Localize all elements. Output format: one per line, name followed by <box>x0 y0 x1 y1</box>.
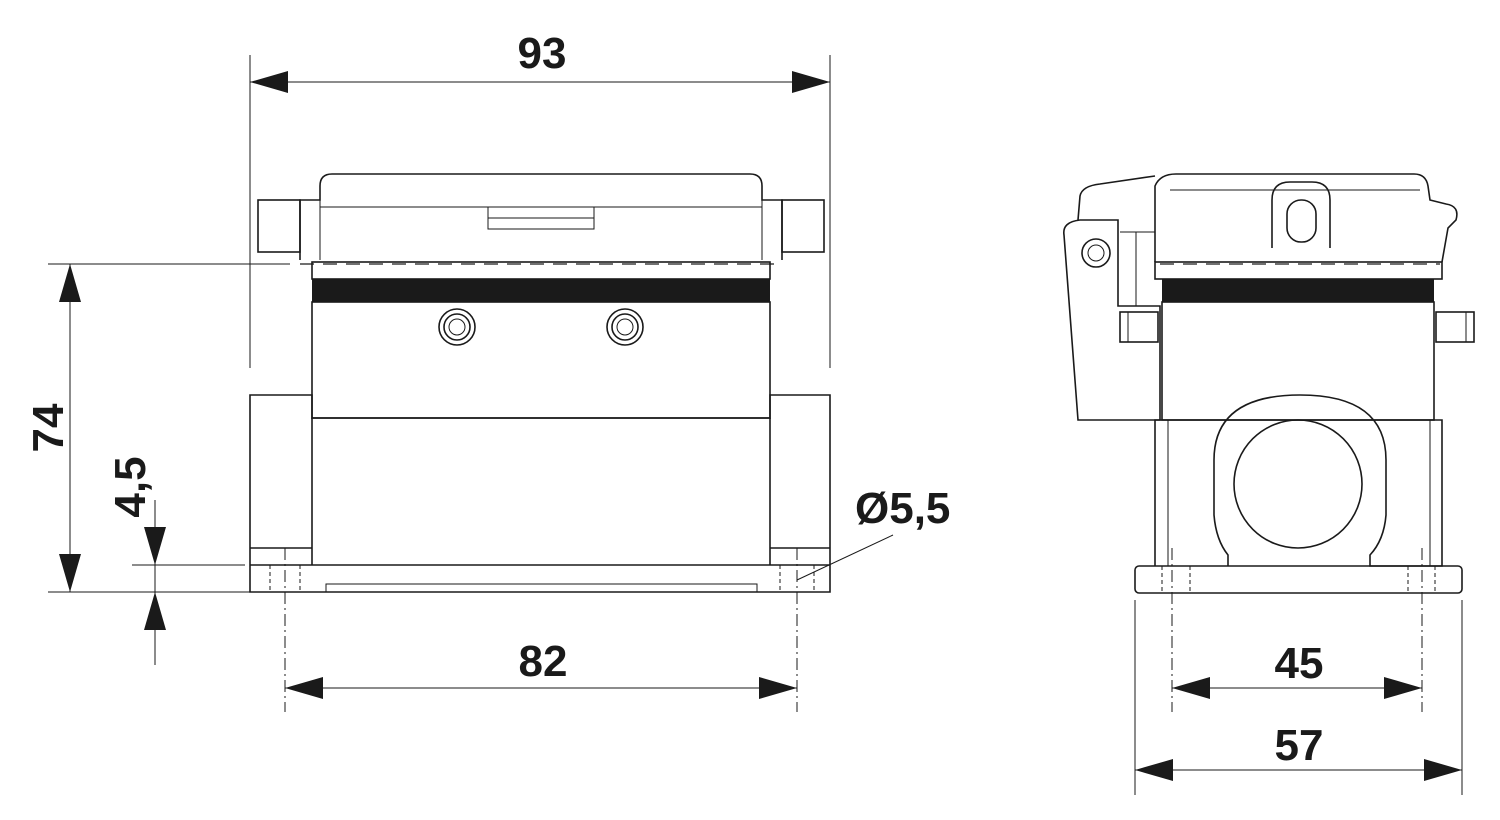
side-pin-right <box>1435 311 1475 343</box>
front-housing-body <box>311 301 771 419</box>
front-pin-left <box>257 199 301 253</box>
front-cover <box>299 173 783 260</box>
side-seal-band <box>1162 279 1434 302</box>
front-view <box>249 173 831 712</box>
side-base-plate <box>1134 565 1463 594</box>
dimension-label-hole: Ø5,5 <box>855 484 950 533</box>
side-housing <box>1161 301 1435 421</box>
side-cable-entry <box>1233 419 1363 549</box>
dimension-93: 93 <box>249 29 831 368</box>
side-view <box>1063 173 1475 712</box>
dimension-label-spacing-side: 45 <box>1275 639 1324 688</box>
side-cover <box>1154 173 1458 263</box>
side-locking-lever <box>1063 219 1161 421</box>
side-lever-pivot <box>1081 238 1111 268</box>
dimension-82: 82 <box>285 637 797 699</box>
front-pin-right <box>781 199 825 253</box>
dimension-label-width: 93 <box>518 29 567 78</box>
side-handle <box>1271 181 1331 248</box>
front-screw-left <box>438 308 476 346</box>
dimension-label-spacing-front: 82 <box>519 637 568 686</box>
dimension-label-base-side: 57 <box>1275 721 1324 770</box>
front-screw-right <box>606 308 644 346</box>
dimension-label-flange: 4,5 <box>106 456 155 517</box>
front-base-outline <box>249 394 831 593</box>
dimension-45: 45 <box>1172 639 1422 699</box>
side-lower-body <box>1154 394 1443 567</box>
side-pin-left <box>1119 311 1159 343</box>
dimension-label-height: 74 <box>24 403 73 452</box>
dimension-diameter: Ø5,5 <box>796 484 950 581</box>
dimension-57: 57 <box>1134 600 1463 795</box>
dimension-74: 74 <box>24 263 290 593</box>
front-seal-band <box>312 279 770 302</box>
dimension-4-5: 4,5 <box>106 456 245 665</box>
